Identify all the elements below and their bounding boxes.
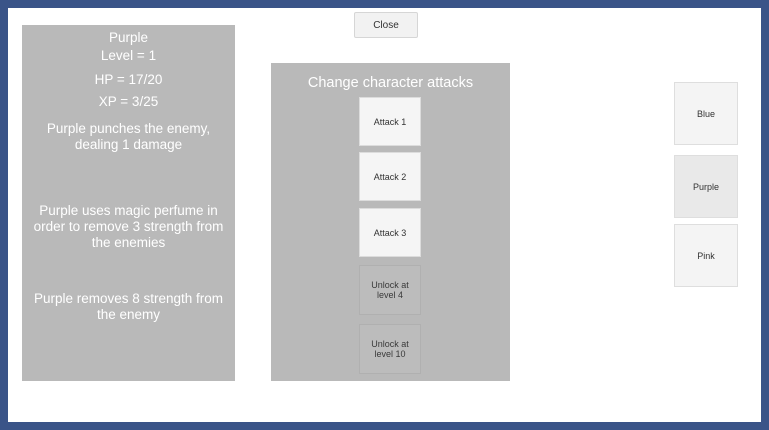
character-purple-button[interactable]: Purple [674,155,738,218]
character-info-panel: Purple Level = 1 HP = 17/20 XP = 3/25 Pu… [22,25,235,381]
game-window: Close Purple Level = 1 HP = 17/20 XP = 3… [8,8,761,422]
character-name: Purple [108,30,149,45]
locked-attack-slot-level-10: Unlock at level 10 [359,324,421,374]
character-hp: HP = 17/20 [94,72,163,87]
attack-2-button[interactable]: Attack 2 [359,152,421,201]
ability-description-1: Purple punches the enemy, dealing 1 dama… [46,121,211,152]
attacks-panel-title: Change character attacks [307,75,474,91]
character-blue-button[interactable]: Blue [674,82,738,145]
character-xp: XP = 3/25 [98,94,159,109]
character-pink-button[interactable]: Pink [674,224,738,287]
ability-description-2: Purple uses magic perfume in order to re… [33,203,224,250]
locked-attack-slot-level-4: Unlock at level 4 [359,265,421,315]
change-attacks-panel: Change character attacks Attack 1 Attack… [271,63,510,381]
ability-description-3: Purple removes 8 strength from the enemy [33,291,224,322]
attack-3-button[interactable]: Attack 3 [359,208,421,257]
close-button[interactable]: Close [354,12,418,38]
attack-1-button[interactable]: Attack 1 [359,97,421,146]
character-level: Level = 1 [100,48,157,63]
